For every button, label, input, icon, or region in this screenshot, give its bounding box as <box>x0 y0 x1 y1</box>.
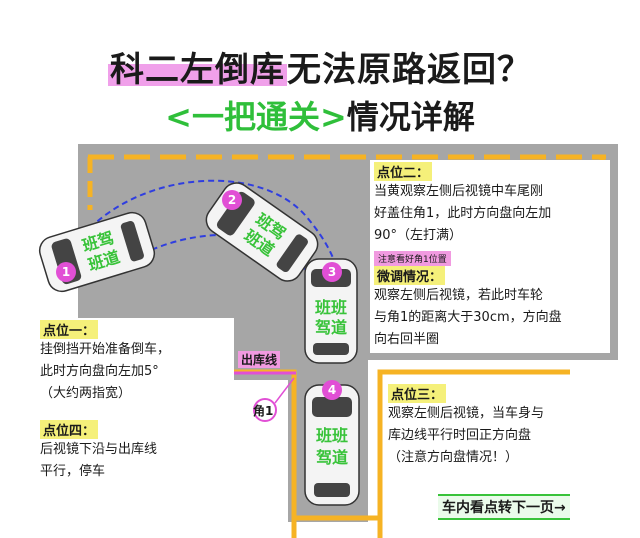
tweak-line-1: 观察左侧后视镜，若此时车轮 <box>374 288 544 303</box>
tweak-line-2: 与角1的距离大于30cm，方向盘 <box>374 310 562 325</box>
corner-label: 角1 <box>253 404 274 418</box>
point-1-line-2: 此时方向盘向左加5° <box>40 364 159 379</box>
point-1-panel: 点位一： 挂倒挡开始准备倒车， 此时方向盘向左加5° （大约两指宽） <box>36 318 234 407</box>
title-rest-2: 情况详解 <box>346 98 475 136</box>
badge-3: 3 <box>322 262 342 282</box>
badge-3-num: 3 <box>328 265 336 279</box>
point-3-heading: 点位三： <box>388 384 447 403</box>
point-4-panel: 点位四： 后视镜下沿与出库线 平行，停车 <box>36 418 234 485</box>
point-2-heading: 点位二： <box>374 162 433 181</box>
title-highlight: 科二左倒库 <box>108 50 287 90</box>
title-rest: 无法原路返回？ <box>287 50 532 90</box>
corner-circle <box>253 398 277 422</box>
point-4-line-2: 平行，停车 <box>40 464 106 479</box>
point-2-line-1: 当黄观察左侧后视镜中车尾刚 <box>374 184 544 199</box>
badge-2: 2 <box>222 190 242 210</box>
car-3-label-b: 驾道 <box>314 318 347 337</box>
title-line-1: 科二左倒库无法原路返回？ <box>0 42 640 91</box>
car-4-label-a: 班班 <box>316 426 348 445</box>
exit-line-label: 出库线 <box>238 351 281 368</box>
point-2-panel: 点位二： 当黄观察左侧后视镜中车尾刚 好盖住角1，此时方向盘向左加 90°（左打… <box>370 160 610 353</box>
badge-4: 4 <box>322 380 342 400</box>
title-green: 一把通关 <box>191 98 320 136</box>
badge-4-num: 4 <box>328 383 336 397</box>
next-page-link[interactable]: 车内看点转下一页→ <box>438 494 570 520</box>
point-3-line-3: （注意方向盘情况！） <box>388 450 519 465</box>
title-bracket-open: < <box>165 98 192 136</box>
point-1-heading: 点位一： <box>40 320 99 339</box>
bay-right-line <box>377 369 570 538</box>
title-bracket-close: > <box>320 98 347 136</box>
car-4-label-b: 驾道 <box>315 448 348 467</box>
point-4-heading: 点位四： <box>40 420 99 439</box>
car-3: 班班 驾道 <box>304 258 358 364</box>
point-3-panel: 点位三： 观察左侧后视镜，当车身与 库边线平行时回正方向盘 （注意方向盘情况！） <box>384 382 622 471</box>
point-4-line-1: 后视镜下沿与出库线 <box>40 442 158 457</box>
badge-2-num: 2 <box>228 193 236 207</box>
badge-1: 1 <box>56 262 76 282</box>
title-line-2: <一把通关>情况详解 <box>0 92 640 138</box>
point-2-line-3: 90°（左打满） <box>374 228 463 243</box>
point-2-note: 注意看好角1位置 <box>374 251 451 266</box>
car-4: 班班 驾道 <box>304 384 360 506</box>
point-1-line-3: （大约两指宽） <box>40 386 132 401</box>
point-3-line-1: 观察左侧后视镜，当车身与 <box>388 406 545 421</box>
car-3-label-a: 班班 <box>315 298 347 317</box>
point-2-line-2: 好盖住角1，此时方向盘向左加 <box>374 206 552 221</box>
corner-pointer <box>274 377 295 404</box>
point-1-line-1: 挂倒挡开始准备倒车， <box>40 342 171 357</box>
tweak-line-3: 向右回半圈 <box>374 332 440 347</box>
point-3-line-2: 库边线平行时回正方向盘 <box>388 428 532 443</box>
tweak-heading: 微调情况： <box>374 266 446 285</box>
badge-1-num: 1 <box>62 265 70 279</box>
